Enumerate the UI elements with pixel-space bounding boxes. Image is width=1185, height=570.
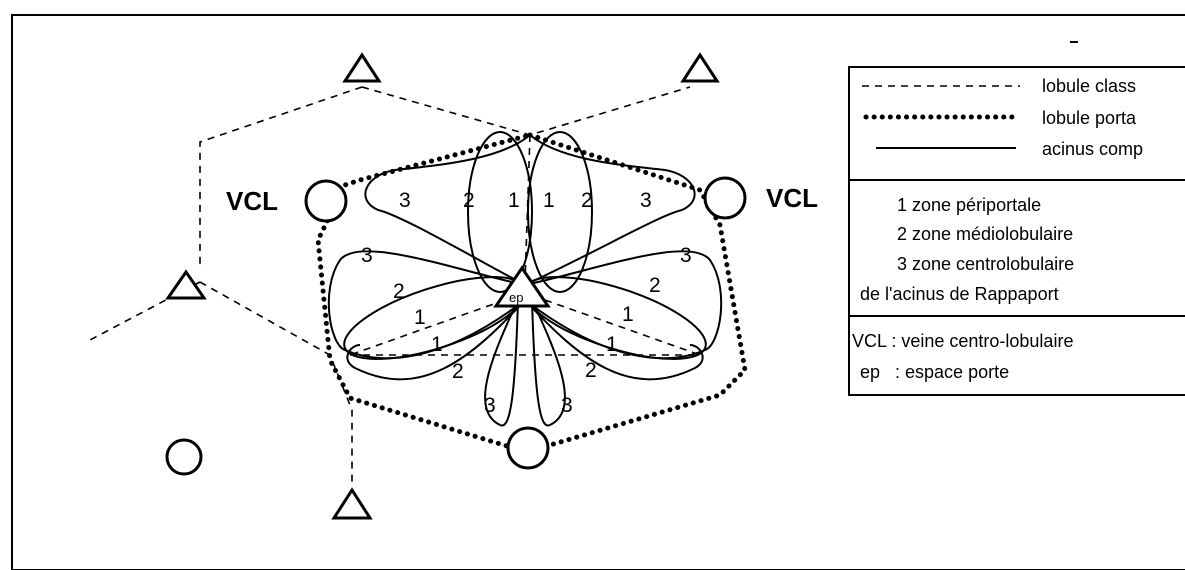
zone-number: 2 bbox=[463, 189, 475, 212]
portal-spaces bbox=[165, 52, 720, 520]
triangle-top-left bbox=[342, 52, 382, 83]
triangle-bottom bbox=[331, 487, 373, 520]
zone-number: 1 bbox=[606, 333, 618, 356]
zone-number: 1 bbox=[543, 189, 555, 212]
zone-number: 3 bbox=[399, 189, 411, 212]
triangle-left bbox=[165, 269, 207, 300]
legend-border bbox=[848, 66, 1185, 396]
vcl-right-circle bbox=[703, 176, 747, 220]
zone-number: 3 bbox=[640, 189, 652, 212]
zone-number: 3 bbox=[680, 244, 692, 267]
legend-dotted-label: lobule porta bbox=[1042, 108, 1137, 128]
zone-number: 2 bbox=[393, 280, 405, 303]
zone-number: 2 bbox=[581, 189, 593, 212]
zone-number: 3 bbox=[561, 394, 573, 417]
zone-number: 2 bbox=[585, 359, 597, 382]
ep-label: ep bbox=[509, 290, 523, 305]
vcl-right-label: VCL bbox=[766, 183, 818, 213]
legend-abbrev-vcl: VCL : veine centro-lobulaire bbox=[852, 331, 1073, 351]
legend-abbrev-ep: ep : espace porte bbox=[860, 362, 1009, 382]
zone-number: 1 bbox=[622, 303, 634, 326]
vcl-bottomleft-circle bbox=[165, 438, 203, 476]
legend: lobule class lobule porta acinus comp 1 … bbox=[848, 66, 1185, 396]
central-veins bbox=[165, 176, 747, 476]
vcl-left-circle bbox=[304, 179, 348, 223]
zone-number: 3 bbox=[361, 244, 373, 267]
zone-number: 2 bbox=[452, 360, 464, 383]
triangle-top-right bbox=[680, 52, 720, 83]
legend-zone-3: 3 zone centrolobulaire bbox=[897, 254, 1074, 274]
zone-number: 1 bbox=[431, 333, 443, 356]
zone-number: 1 bbox=[508, 189, 520, 212]
legend-zone-note: de l'acinus de Rappaport bbox=[860, 284, 1059, 304]
legend-zone-1: 1 zone périportale bbox=[897, 195, 1041, 215]
acinus-outlines bbox=[327, 131, 723, 427]
zone-numbers: 3 2 1 1 2 3 3 2 1 1 2 3 3 2 1 1 2 3 bbox=[361, 189, 692, 417]
legend-zone-2: 2 zone médiolobulaire bbox=[897, 224, 1073, 244]
figure-border bbox=[11, 14, 1185, 570]
zone-number: 2 bbox=[649, 274, 661, 297]
triangle-ep bbox=[493, 265, 551, 308]
vcl-bottom-circle bbox=[506, 426, 550, 470]
vcl-left-label: VCL bbox=[226, 186, 278, 216]
legend-dashed-label: lobule class bbox=[1042, 76, 1136, 96]
zone-number: 1 bbox=[414, 306, 426, 329]
zone-number: 3 bbox=[484, 394, 496, 417]
legend-solid-label: acinus comp bbox=[1042, 139, 1143, 159]
